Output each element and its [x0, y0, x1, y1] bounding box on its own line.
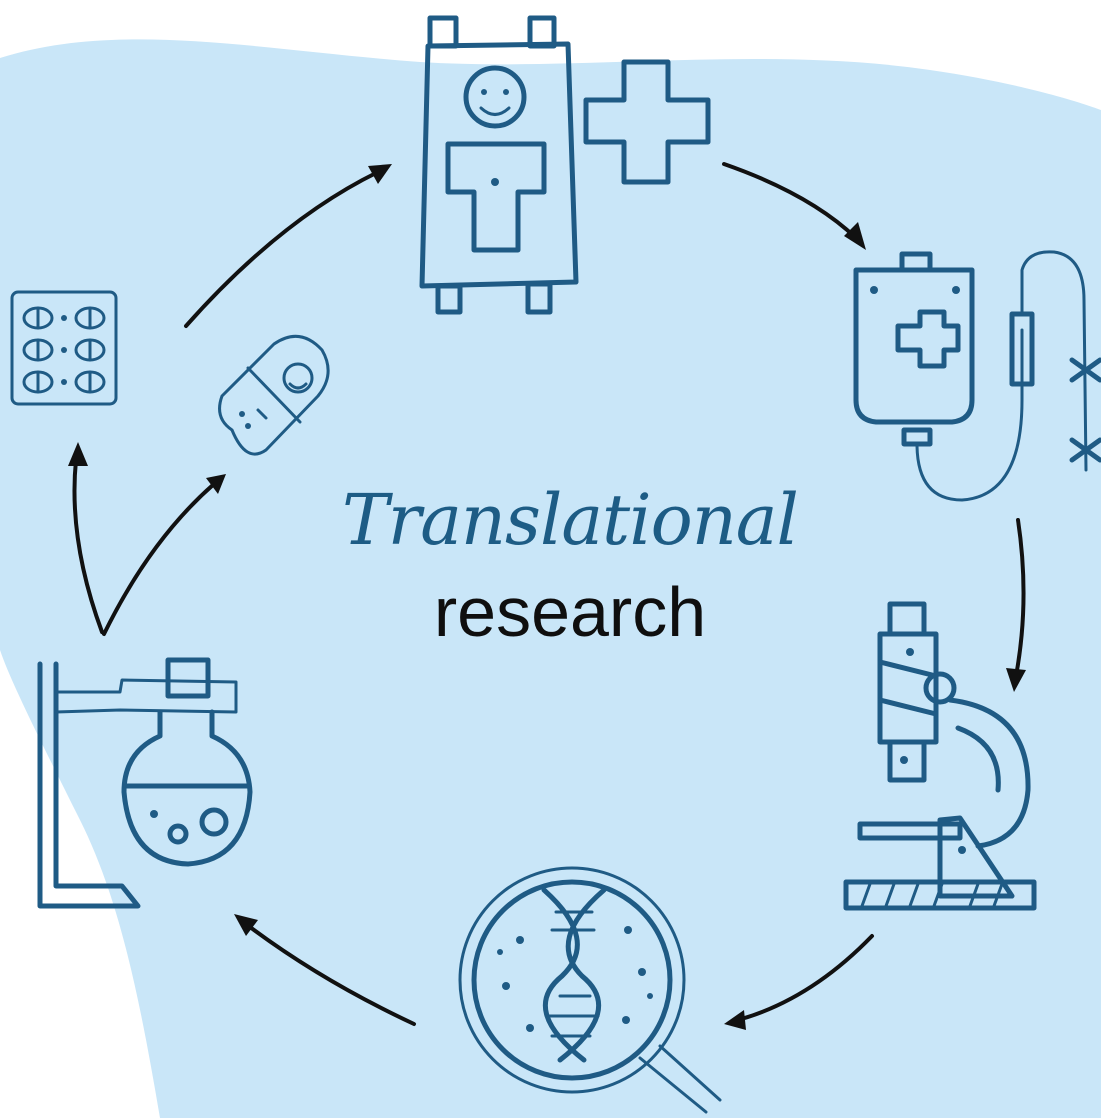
pill-blister-pack-icon [10, 290, 118, 406]
arrow-microscope-to-dna [724, 934, 874, 1030]
dna-magnifier-icon [458, 866, 722, 1114]
arrow-flask-to-capsule [102, 474, 226, 636]
arrow-patient-to-iv [722, 162, 866, 250]
arrow-flask-to-blister [68, 442, 104, 634]
microscope-icon [843, 601, 1037, 911]
iv-drip-bag-icon [853, 250, 1101, 502]
arrow-iv-to-microscope [1006, 518, 1026, 692]
background-blob [0, 39, 1101, 1118]
capsule-pill-icon [218, 334, 330, 456]
title-italic-word: Translational [342, 479, 799, 561]
medical-cross-icon [583, 59, 711, 185]
patient-icon [419, 15, 579, 315]
cycle-arrows [68, 162, 1026, 1030]
arrow-dna-to-flask [234, 914, 416, 1026]
title-plain-word: research [433, 573, 707, 651]
arrow-to-patient [184, 164, 392, 328]
lab-flask-stand-icon [37, 657, 253, 909]
diagram-title: Translational research [300, 478, 840, 654]
